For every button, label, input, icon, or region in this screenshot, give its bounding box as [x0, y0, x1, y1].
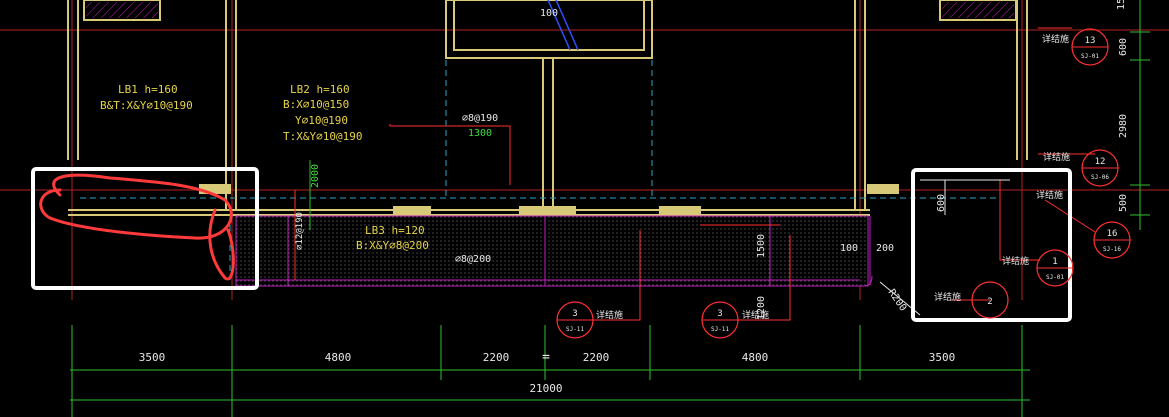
detail-word-3a: 详结施 [596, 309, 623, 321]
bottom-dim-5: 4800 [742, 351, 769, 364]
slab-lb1-title: LB1 h=160 [118, 83, 178, 96]
dim-1500-label: 1500 [756, 234, 767, 258]
right-dim-2980: 2980 [1118, 114, 1129, 138]
dim-600-label: 600 [936, 194, 947, 212]
right-dim-500: 500 [1118, 194, 1129, 212]
dimension-lines [70, 0, 1150, 417]
marker-3b-num: 3 [717, 309, 722, 319]
detail-word-3b: 详结施 [742, 309, 769, 321]
beam-lines [80, 60, 1000, 280]
dim-1200-label: 1200 [756, 296, 767, 320]
detail-markers [556, 28, 1131, 339]
bottom-dim-2: 4800 [325, 351, 352, 364]
marker-12-sheet: SJ-06 [1091, 174, 1109, 181]
dim-100-label: 100 [840, 243, 858, 254]
marker-1-num: 1 [1052, 257, 1057, 267]
marker-12-num: 12 [1095, 157, 1106, 167]
slab-lb2-rebar-t: T:X&Y⌀10@190 [283, 130, 362, 143]
marker-13-sheet: SJ-01 [1081, 53, 1099, 60]
detail-word-1: 详结施 [1002, 255, 1029, 267]
dim-200-label: 200 [876, 243, 894, 254]
slab-lb2-rebar-y: Y⌀10@190 [295, 114, 348, 127]
bottom-dim-6: 3500 [929, 351, 956, 364]
marker-2-num: 2 [987, 297, 992, 307]
slab-lb3-title: LB3 h=120 [365, 224, 425, 237]
vertical-2000-label: 2000 [310, 164, 321, 188]
slab-lb2-title: LB2 h=160 [290, 83, 350, 96]
detail-word-13: 详结施 [1042, 33, 1069, 45]
detail-word-2: 详结施 [934, 291, 961, 303]
side-rebar-label: ⌀8@200 [455, 254, 491, 265]
right-dim-600: 600 [1118, 38, 1129, 56]
red-scribble-annotation [39, 173, 235, 281]
slab-lb1-rebar: B&T:X&Y⌀10@190 [100, 99, 193, 112]
vertical-rebar-label: ⌀12@190 [295, 212, 305, 250]
marker-13-num: 13 [1085, 36, 1096, 46]
walls [67, 0, 1028, 216]
bottom-dim-1: 3500 [139, 351, 166, 364]
mid-rebar-label: ⌀8@190 [462, 113, 498, 124]
marker-16-sheet: SJ-16 [1103, 246, 1121, 253]
detail-word-16: 详结施 [1036, 189, 1063, 201]
bottom-dim-4: 2200 [583, 351, 610, 364]
slab-lb3-rebar: B:X&Y⌀8@200 [356, 239, 429, 252]
marker-3a-sheet: SJ-11 [566, 326, 584, 333]
total-dim: 21000 [529, 382, 562, 395]
right-dim-15: 15 [1116, 0, 1127, 10]
slab-lb2-rebar-b: B:X⌀10@150 [283, 98, 349, 111]
radius-r200-label: R200 [886, 287, 909, 313]
rebar-lines [236, 216, 873, 287]
detail-word-12: 详结施 [1043, 151, 1070, 163]
highlight-box-right [911, 168, 1072, 322]
marker-16-num: 16 [1107, 229, 1118, 239]
bottom-dim-3: 2200 [483, 351, 510, 364]
marker-1-sheet: SJ-01 [1046, 274, 1064, 281]
mid-length-label: 1300 [468, 128, 492, 139]
blue-diagonal [547, 0, 571, 51]
bottom-equal-sign: = [542, 350, 550, 365]
slab-lb3-area [235, 215, 869, 287]
marker-3a-num: 3 [572, 309, 577, 319]
highlight-box-left [31, 167, 259, 290]
marker-3b-sheet: SJ-11 [711, 326, 729, 333]
top-100-label: 100 [540, 8, 558, 19]
